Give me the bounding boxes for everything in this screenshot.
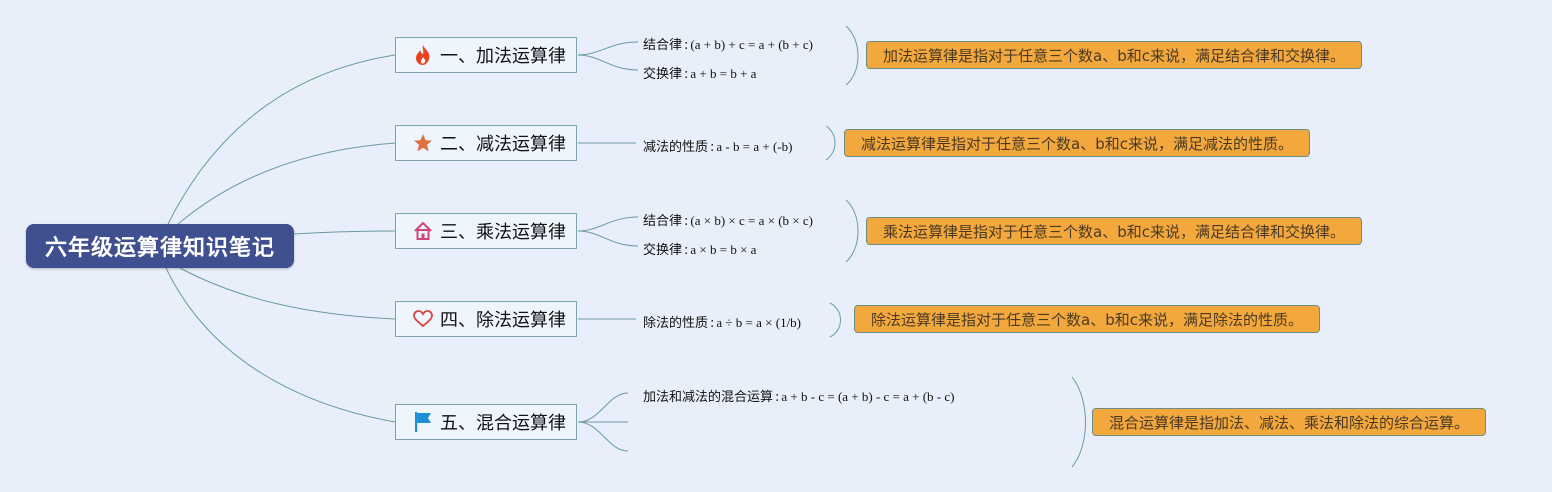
- rule-division-property: 除法的性质:a ÷ b = a × (1/b): [643, 315, 802, 331]
- house-icon: [412, 220, 434, 242]
- branch-multiplication[interactable]: 三、乘法运算律: [395, 213, 577, 249]
- fire-icon: [412, 44, 434, 66]
- branch-subtraction[interactable]: 二、减法运算律: [395, 125, 577, 161]
- branch-title: 五、混合运算律: [440, 413, 566, 434]
- branch-title: 二、减法运算律: [440, 134, 566, 155]
- rule-addition-associative: 结合律:(a + b) + c = a + (b + c): [643, 37, 813, 53]
- summary-subtraction[interactable]: 减法运算律是指对于任意三个数a、b和c来说，满足减法的性质。: [844, 129, 1310, 157]
- root-title: 六年级运算律知识笔记: [44, 236, 275, 261]
- rule-addition-commutative: 交换律:a + b = b + a: [643, 66, 757, 82]
- branch-title: 三、乘法运算律: [440, 222, 566, 243]
- summary-multiplication[interactable]: 乘法运算律是指对于任意三个数a、b和c来说，满足结合律和交换律。: [866, 217, 1362, 245]
- rule-multiplication-associative: 结合律:(a × b) × c = a × (b × c): [643, 213, 813, 229]
- rule-mixed-add-sub: 加法和减法的混合运算:a + b - c = (a + b) - c = a +…: [643, 389, 955, 405]
- summary-division[interactable]: 除法运算律是指对于任意三个数a、b和c来说，满足除法的性质。: [854, 305, 1320, 333]
- heart-icon: [412, 308, 434, 330]
- branch-addition[interactable]: 一、加法运算律: [395, 37, 577, 73]
- branch-division[interactable]: 四、除法运算律: [395, 301, 577, 337]
- branch-title: 四、除法运算律: [440, 310, 566, 331]
- branch-mixed[interactable]: 五、混合运算律: [395, 404, 577, 440]
- summary-mixed[interactable]: 混合运算律是指加法、减法、乘法和除法的综合运算。: [1092, 408, 1487, 436]
- rule-multiplication-commutative: 交换律:a × b = b × a: [643, 242, 757, 258]
- summary-addition[interactable]: 加法运算律是指对于任意三个数a、b和c来说，满足结合律和交换律。: [866, 41, 1362, 69]
- star-icon: [412, 132, 434, 154]
- branch-title: 一、加法运算律: [440, 46, 566, 67]
- flag-icon: [412, 411, 434, 433]
- rule-subtraction-property: 减法的性质:a - b = a + (-b): [643, 139, 793, 155]
- root-topic[interactable]: 六年级运算律知识笔记: [26, 224, 294, 268]
